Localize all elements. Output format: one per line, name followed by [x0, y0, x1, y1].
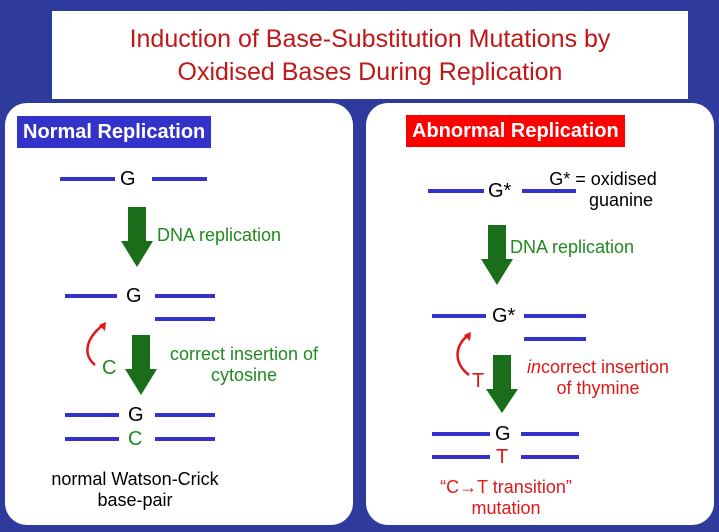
normal-step1-label: DNA replication [157, 225, 282, 245]
normal-step2-label-line1: correct insertion of [169, 344, 319, 364]
abnormal-insertion-hook [456, 334, 470, 376]
abnormal-result-line1: “C→T transition” [440, 477, 572, 497]
title-box: Induction of Base-Substitution Mutations… [52, 11, 688, 99]
abnormal-step1-label: DNA replication [510, 237, 635, 257]
abnormal-step2-label-italic: in [526, 357, 541, 377]
abnormal-step2-label-line2: of thymine [556, 378, 640, 398]
abnormal-step2-label-rest: correct insertion [540, 357, 670, 377]
normal-insertion-hook-head [99, 322, 106, 331]
abnormal-note-line1: G* = oxidised [549, 169, 657, 189]
title-line-1: Induction of Base-Substitution Mutations… [129, 25, 611, 53]
abnormal-result-label: “C→T transition” mutation [406, 477, 606, 519]
normal-insertion-arrow [125, 335, 157, 395]
normal-step2-label: correct insertion of cytosine [159, 344, 329, 386]
normal-incoming-base: C [102, 357, 117, 379]
abnormal-replication-header: Abnormal Replication [406, 115, 625, 147]
title-line-2: Oxidised Bases During Replication [177, 58, 563, 86]
abnormal-step2-label-line1: incorrect insertion [518, 357, 678, 378]
abnormal-result-line2: mutation [471, 498, 541, 518]
abnormal-replication-drawing [428, 189, 586, 459]
abnormal-intermediate-base: G* [492, 305, 516, 327]
normal-replication-drawing [60, 177, 215, 441]
normal-replication-header: Normal Replication [17, 116, 212, 148]
abnormal-template-base: G* [488, 180, 512, 202]
normal-step2-label-line2: cytosine [210, 365, 278, 385]
abnormal-note-line2: guanine [588, 190, 654, 210]
abnormal-replication-panel: Abnormal Replication G* G* = oxidised gu… [366, 103, 714, 525]
normal-replication-panel: Normal Replication G DNA replication G C… [5, 103, 353, 525]
abnormal-product-bottom-base: T [496, 446, 509, 468]
normal-product-top-base: G [128, 404, 144, 426]
normal-result-line2: base-pair [97, 490, 173, 510]
normal-product-bottom-base: C [128, 428, 143, 450]
abnormal-product-top-base: G [495, 423, 511, 445]
normal-result-label: normal Watson-Crick base-pair [35, 469, 235, 511]
abnormal-insertion-arrow [486, 355, 518, 413]
abnormal-step2-label: incorrect insertion of thymine [518, 357, 678, 399]
normal-insertion-hook [86, 324, 104, 366]
abnormal-note: G* = oxidised guanine [548, 169, 658, 211]
normal-template-base: G [120, 168, 136, 190]
abnormal-replication-arrow [481, 225, 513, 285]
normal-intermediate-base: G [126, 285, 142, 307]
abnormal-incoming-base: T [472, 370, 485, 392]
abnormal-insertion-hook-head [464, 332, 471, 341]
normal-result-line1: normal Watson-Crick [51, 469, 219, 489]
normal-replication-arrow [121, 207, 153, 267]
